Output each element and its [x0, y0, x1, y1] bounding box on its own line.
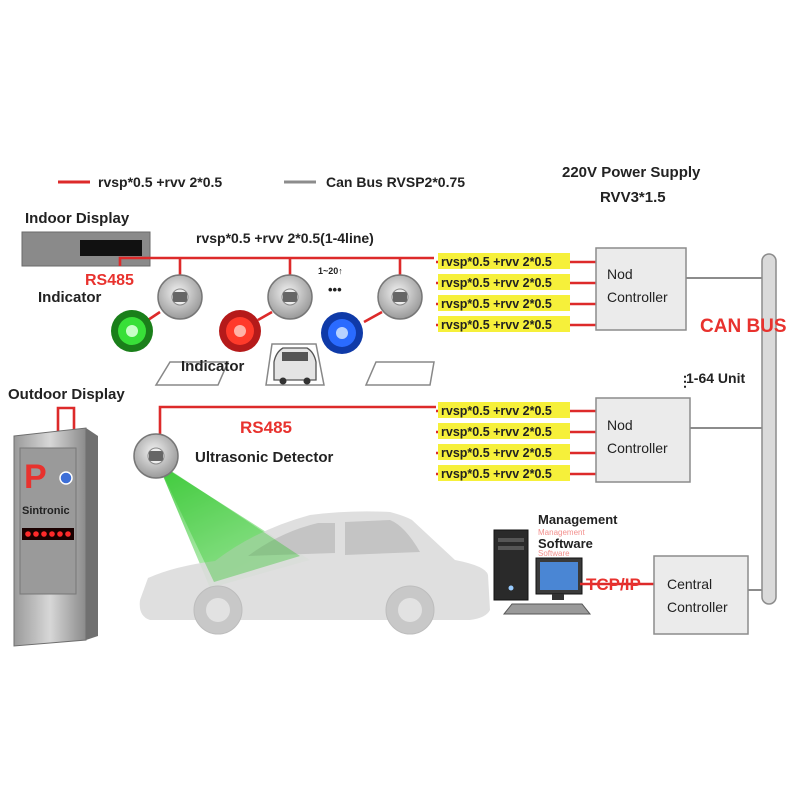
node-controller-2: rvsp*0.5 +rvv 2*0.5 rvsp*0.5 +rvv 2*0.5 … [436, 397, 691, 483]
legend: rvsp*0.5 +rvv 2*0.5 Can Bus RVSP2*0.75 [58, 174, 465, 190]
indicator-cable-green [147, 310, 161, 322]
outdoor-section: Outdoor Display P Sintronic RS485 [8, 386, 490, 647]
node2-cable-label: rvsp*0.5 +rvv 2*0.5 [441, 446, 552, 460]
management-section: Management Management Software Software … [493, 512, 749, 635]
node2-cable-label: rvsp*0.5 +rvv 2*0.5 [441, 404, 552, 418]
indoor-indicator-label-center: Indicator [181, 358, 245, 375]
node2-box [595, 397, 691, 483]
outdoor-rs485-label: RS485 [240, 418, 292, 437]
outdoor-brand-label: Sintronic [22, 505, 70, 517]
parking-bay-1 [154, 361, 230, 386]
node2-cable-rows: rvsp*0.5 +rvv 2*0.5 rvsp*0.5 +rvv 2*0.5 … [436, 402, 596, 481]
central-label-line1: Central [667, 576, 712, 592]
management-faint-line1: Management [538, 528, 585, 537]
node2-label-line1: Nod [607, 417, 633, 433]
node1-box [595, 247, 687, 331]
indoor-dots: ••• [328, 282, 342, 297]
node2-cable-label: rvsp*0.5 +rvv 2*0.5 [441, 467, 552, 481]
indoor-display-screen [80, 240, 142, 256]
indoor-chain-label: rvsp*0.5 +rvv 2*0.5(1-4line) [196, 230, 374, 246]
node1-label-line2: Controller [607, 289, 668, 305]
indicator-green [111, 310, 153, 352]
legend-can-cable-label: Can Bus RVSP2*0.75 [326, 174, 465, 190]
outdoor-logo-icon [59, 471, 73, 485]
node1-cable-label: rvsp*0.5 +rvv 2*0.5 [441, 297, 552, 311]
indoor-rs485-label: RS485 [85, 272, 134, 289]
node1-cable-label: rvsp*0.5 +rvv 2*0.5 [441, 276, 552, 290]
indoor-section: Indoor Display rvsp*0.5 +rvv 2*0.5(1-4li… [21, 210, 435, 386]
computer-icon [493, 529, 592, 615]
indicator-blue [321, 312, 363, 354]
ultrasonic-beam-overlay [158, 464, 300, 582]
tcpip-label: TCP/IP [586, 575, 641, 594]
outdoor-counter-display [22, 528, 74, 540]
central-controller-box [653, 555, 749, 635]
node2-label-line2: Controller [607, 440, 668, 456]
indoor-sensor-2 [267, 274, 313, 320]
indoor-range-label: 1~20↑ [318, 266, 343, 276]
indicator-cable-blue [363, 310, 383, 324]
indoor-sensor-1 [157, 274, 203, 320]
parking-bay-3 [364, 361, 435, 386]
node1-cable-label: rvsp*0.5 +rvv 2*0.5 [441, 255, 552, 269]
indoor-indicator-label-left: Indicator [38, 289, 102, 306]
indicator-red [219, 310, 261, 352]
units-dots: ⋮ [678, 373, 692, 389]
indoor-display-title: Indoor Display [25, 210, 130, 227]
indoor-sensor-3 [377, 274, 423, 320]
management-label-line2: Software [538, 536, 593, 551]
node1-cable-label: rvsp*0.5 +rvv 2*0.5 [441, 318, 552, 332]
outdoor-p-letter: P [24, 458, 47, 496]
units-label: 1-64 Unit [686, 370, 745, 386]
can-bus-trunk [761, 253, 777, 605]
legend-signal-cable-label: rvsp*0.5 +rvv 2*0.5 [98, 174, 222, 190]
car-silhouette [139, 511, 490, 635]
node2-cable-label: rvsp*0.5 +rvv 2*0.5 [441, 425, 552, 439]
parked-car-icon [273, 347, 317, 385]
node1-cable-rows: rvsp*0.5 +rvv 2*0.5 rvsp*0.5 +rvv 2*0.5 … [436, 253, 596, 332]
outdoor-display-title: Outdoor Display [8, 386, 125, 403]
management-label-line1: Management [538, 512, 618, 527]
outdoor-rs485-cable [158, 405, 436, 440]
node1-label-line1: Nod [607, 266, 633, 282]
outdoor-display-pillar: P Sintronic [13, 427, 98, 647]
node-controller-1: rvsp*0.5 +rvv 2*0.5 rvsp*0.5 +rvv 2*0.5 … [436, 247, 687, 332]
ultrasonic-detector-label: Ultrasonic Detector [195, 449, 334, 466]
central-label-line2: Controller [667, 599, 728, 615]
management-faint-line2: Software [538, 549, 570, 558]
power-supply-label: 220V Power Supply [562, 164, 701, 181]
indicator-cable-red [257, 310, 273, 322]
ultrasonic-detector [133, 433, 179, 479]
can-bus-label: CAN BUS [700, 316, 787, 337]
outdoor-display-cable [56, 406, 76, 434]
power-cable-label: RVV3*1.5 [600, 189, 666, 206]
parking-bay-2 [265, 343, 325, 386]
